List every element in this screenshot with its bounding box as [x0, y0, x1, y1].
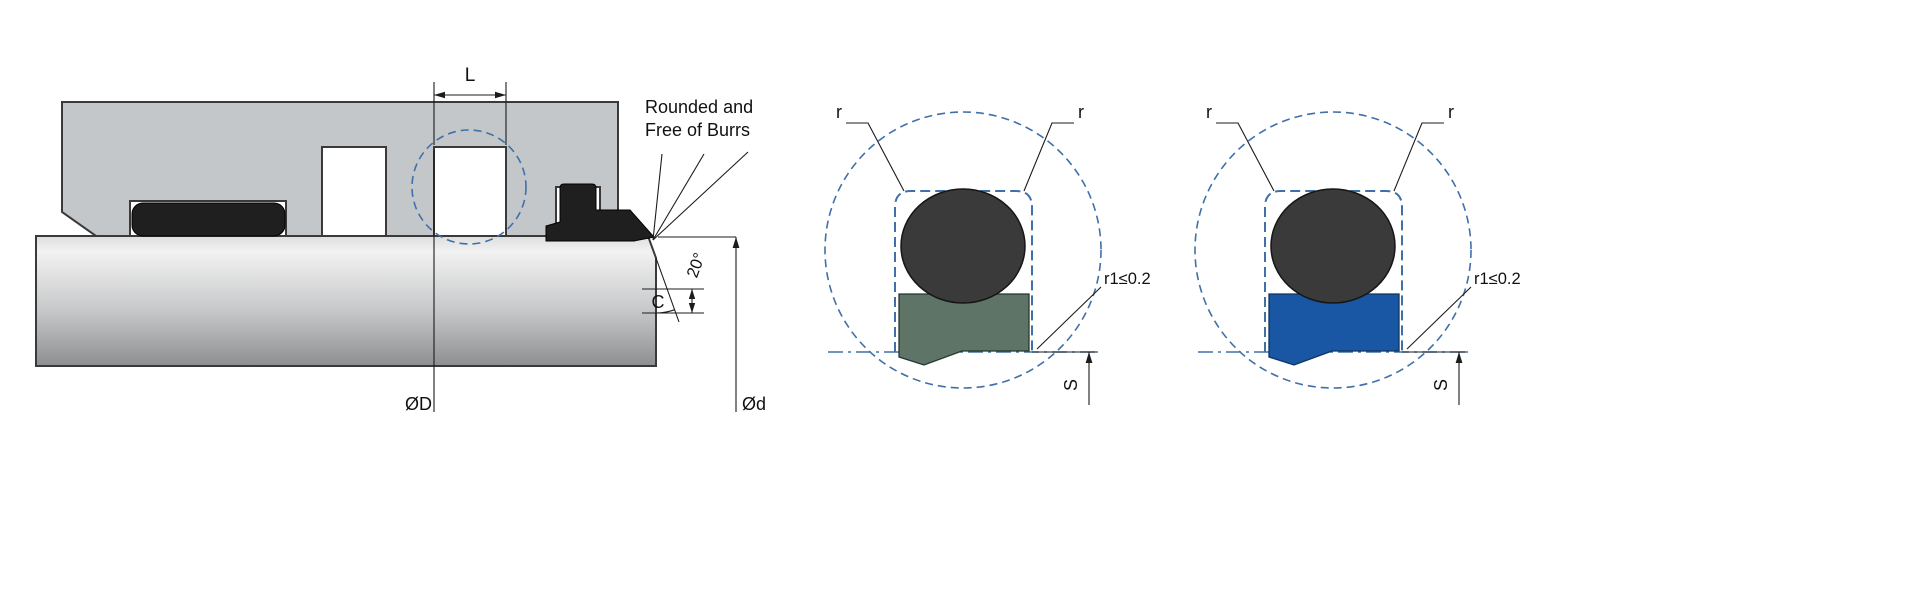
radius-label-right: r	[1078, 102, 1084, 122]
radius-leader-left	[1216, 122, 1275, 192]
chamfer-extension-line	[655, 257, 680, 323]
detail-indicator-circle	[411, 129, 527, 245]
main-view-dimensions: L ØD Ød C 20° Rounded and Free of Burrs	[405, 65, 766, 414]
groove-outline	[1264, 190, 1403, 352]
dim-c-arrow-bottom	[688, 303, 696, 313]
detail-boundary-circle	[1194, 111, 1472, 389]
dim-c-label: C	[652, 292, 665, 312]
dim-groove-diameter-label: ØD	[405, 394, 432, 414]
dim-l-label: L	[465, 65, 476, 86]
seal-ring	[1268, 293, 1400, 366]
rod-shaft	[35, 235, 657, 367]
corner-radius-note: r1≤0.2	[1104, 270, 1151, 288]
dim-l-arrow-left	[434, 91, 445, 99]
edge-note-leader-3	[652, 151, 749, 241]
edge-note-leader-2	[652, 153, 705, 241]
section-height-arrow	[1455, 352, 1463, 363]
radius-leader-right	[1393, 122, 1444, 192]
edge-note-line2: Free of Burrs	[645, 120, 750, 140]
detail-view-2: r r r1≤0.2 S	[1194, 102, 1521, 405]
main-cross-section	[35, 101, 657, 367]
chamfer-angle-label: 20°	[684, 250, 709, 280]
static-seal	[131, 202, 286, 237]
corner-radius-note: r1≤0.2	[1474, 270, 1521, 288]
o-ring	[900, 188, 1026, 304]
detail-boundary-circle	[824, 111, 1102, 389]
radius-label-left: r	[836, 102, 842, 122]
section-height-label: S	[1061, 379, 1081, 391]
dim-rod-arrow	[732, 237, 740, 248]
dim-c-arrow-top	[688, 289, 696, 299]
groove-outline	[894, 190, 1033, 352]
edge-note-leader-1	[652, 153, 663, 241]
edge-note-line1: Rounded and	[645, 97, 753, 117]
wiper-seal	[545, 183, 655, 242]
radius-leader-right	[1023, 122, 1074, 192]
dim-rod-diameter-label: Ød	[742, 394, 766, 414]
corner-radius-leader	[1406, 286, 1472, 350]
radius-label-left: r	[1206, 102, 1212, 122]
radius-label-right: r	[1448, 102, 1454, 122]
section-height-arrow	[1085, 352, 1093, 363]
seal-ring	[898, 293, 1030, 366]
corner-radius-leader	[1036, 286, 1102, 350]
dim-l-arrow-right	[495, 91, 506, 99]
radius-leader-left	[846, 122, 905, 192]
section-height-label: S	[1431, 379, 1451, 391]
chamfer-angle-arc	[655, 309, 675, 314]
detail-view-1: r r r1≤0.2 S	[824, 102, 1151, 405]
o-ring	[1270, 188, 1396, 304]
